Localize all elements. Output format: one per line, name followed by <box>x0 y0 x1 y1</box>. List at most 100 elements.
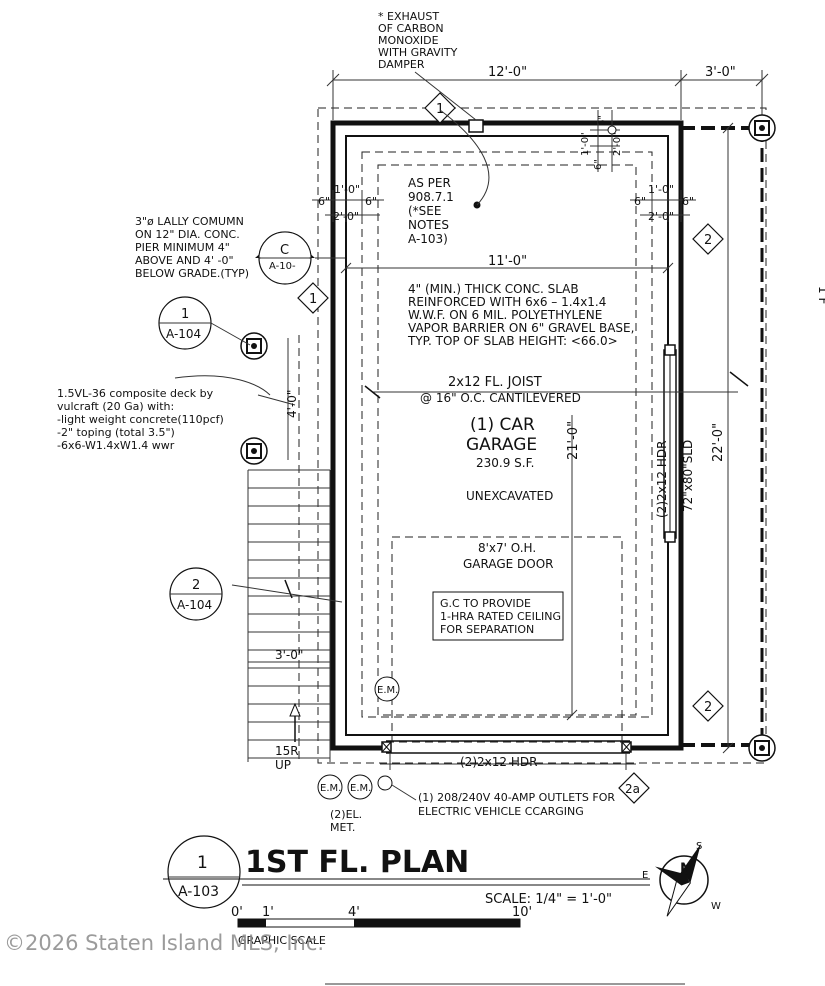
svg-text:REINFORCED WITH 6x6 – 1.4x1.4: REINFORCED WITH 6x6 – 1.4x1.4 <box>408 295 606 309</box>
ceiling-note-line3: FOR SEPARATION <box>440 623 534 636</box>
svg-text:A-103: A-103 <box>178 884 219 900</box>
svg-text:N: N <box>680 861 692 877</box>
svg-text:2a: 2a <box>625 782 640 796</box>
svg-text:NOTES: NOTES <box>408 218 449 232</box>
dim-top-12ft: 12'-0" <box>488 65 527 80</box>
dim-2ft-left: 2'-0" <box>333 210 359 223</box>
dim-1ft-left: 1'-0" <box>334 183 360 196</box>
svg-text:1': 1' <box>262 905 274 920</box>
exhaust-note: * EXHAUST OF CARBON MONOXIDE WITH GRAVIT… <box>378 10 458 71</box>
diamond-tag-1-left: 1 <box>297 282 329 314</box>
garage-label-line2: GARAGE <box>466 435 537 455</box>
em-meter-2: E.M. <box>347 774 373 800</box>
diamond-tag-2-lower-right: 2 <box>692 690 724 722</box>
svg-text:WITH GRAVITY: WITH GRAVITY <box>378 46 458 59</box>
em-symbol-inside: E.M. <box>374 676 400 702</box>
slab-edge-dashed <box>377 164 637 716</box>
graphic-scale-bar: 0' 1' 4' 10' GRAPHIC SCALE <box>231 905 532 947</box>
svg-text:10': 10' <box>512 905 532 920</box>
dim-line-11ft <box>340 262 674 274</box>
copyright-watermark: ©2026 Staten Island MLS, Inc. <box>4 931 324 955</box>
outer-dashed-boundary <box>317 107 767 764</box>
dim-4ft: 4'-0" <box>285 390 299 418</box>
outlet-symbol <box>377 775 393 791</box>
lally-column-left-lower <box>240 437 268 465</box>
slab-note: 4" (MIN.) THICK CONC. SLAB REINFORCED WI… <box>407 282 634 348</box>
svg-text:OF CARBON: OF CARBON <box>378 22 444 35</box>
svg-text:4" (MIN.) THICK CONC. SLAB: 4" (MIN.) THICK CONC. SLAB <box>408 282 579 296</box>
em-meter-1: E.M. <box>317 774 343 800</box>
svg-text:W.W.F. ON 6 MIL. POLYETHYLENE: W.W.F. ON 6 MIL. POLYETHYLENE <box>408 308 602 322</box>
svg-text:E.M.: E.M. <box>350 783 371 794</box>
svg-text:W: W <box>711 901 721 912</box>
svg-text:4': 4' <box>348 905 360 920</box>
svg-text:-light weight concrete(110pcf): -light weight concrete(110pcf) <box>57 413 224 426</box>
door-label: GARAGE DOOR <box>463 557 554 571</box>
outlet-note-line2: ELECTRIC VEHICLE CCARGING <box>418 805 584 818</box>
dim-top-3ft: 3'-0" <box>705 65 736 80</box>
svg-text:BELOW GRADE.(TYP): BELOW GRADE.(TYP) <box>135 267 249 280</box>
post-right-lower <box>664 531 676 543</box>
small-dims-top-right <box>590 110 620 172</box>
garage-walls <box>330 120 764 754</box>
joist-label: 2x12 FL. JOIST <box>448 375 542 390</box>
svg-text:C: C <box>280 243 289 258</box>
deck-note: 1.5VL-36 composite deck by vulcraft (20 … <box>57 387 224 452</box>
svg-text:ON 12" DIA. CONC.: ON 12" DIA. CONC. <box>135 228 240 241</box>
garage-label-line1: (1) CAR <box>470 415 535 435</box>
lally-note: 3"ø LALLY COMUMN ON 12" DIA. CONC. PIER … <box>135 215 249 280</box>
svg-text:MONOXIDE: MONOXIDE <box>378 34 439 47</box>
svg-text:AS PER: AS PER <box>408 176 451 190</box>
dim-line-21ft <box>566 415 578 721</box>
outlet-note-line1: (1) 208/240V 40-AMP OUTLETS FOR <box>418 791 615 804</box>
joist-line <box>364 371 749 399</box>
stairs-risers: 15R <box>275 744 299 758</box>
exhaust-vent <box>468 119 484 133</box>
detail-callout-1: 1 A-104 <box>158 296 212 350</box>
ceiling-note-line2: 1-HRA RATED CEILING <box>440 610 561 623</box>
lally-column-left-upper <box>240 332 268 360</box>
svg-text:S: S <box>696 841 702 852</box>
as-per-note: AS PER 908.7.1 (*SEE NOTES A-103) <box>408 176 454 246</box>
svg-text:* EXHAUST: * EXHAUST <box>378 10 439 23</box>
lally-column-bottom-right <box>748 734 776 762</box>
svg-text:E.M.: E.M. <box>320 783 341 794</box>
dim-2ft-right: 2'-0" <box>648 210 674 223</box>
svg-text:1: 1 <box>197 853 208 873</box>
inner-dashed-boundary <box>361 151 653 718</box>
svg-text:1.5VL-36 composite deck by: 1.5VL-36 composite deck by <box>57 387 214 400</box>
lally-column-top-right <box>748 114 776 142</box>
slider-label: 72"x80"SLD <box>681 440 695 512</box>
svg-text:vulcraft (20 Ga) with:: vulcraft (20 Ga) with: <box>57 400 174 413</box>
svg-text:1: 1 <box>309 292 317 307</box>
svg-text:E.M.: E.M. <box>377 685 398 696</box>
diamond-tag-2-upper-right: 2 <box>692 223 724 255</box>
side-header-label: (2)2x12 HDR <box>655 441 669 518</box>
dim-6in-left-a: 6" <box>318 195 330 208</box>
svg-text:E: E <box>642 870 648 881</box>
svg-text:GRAPHIC SCALE: GRAPHIC SCALE <box>238 934 326 947</box>
svg-text:0': 0' <box>231 905 243 920</box>
door-size: 8'x7' O.H. <box>478 541 536 555</box>
dim-line-22ft <box>722 122 734 754</box>
el-met-line2: MET. <box>330 821 355 834</box>
stairs-up: UP <box>275 758 291 772</box>
dim-21ft: 21'-0" <box>566 421 581 460</box>
post-right-upper <box>664 344 676 356</box>
svg-text:PIER MINIMUM 4": PIER MINIMUM 4" <box>135 241 230 254</box>
svg-text:2: 2 <box>704 233 712 248</box>
svg-text:A-103): A-103) <box>408 232 448 246</box>
dim-2ft-a: 2'-0" <box>612 132 623 156</box>
section-marker-c: C A-10- <box>255 231 315 285</box>
garage-door-outline <box>391 536 623 743</box>
dim-1ft-right: 1'-0" <box>648 183 674 196</box>
svg-text:2: 2 <box>192 578 200 593</box>
svg-text:-6x6-W1.4xW1.4 wwr: -6x6-W1.4xW1.4 wwr <box>57 439 175 452</box>
dim-6in-right-a: 6" <box>634 195 646 208</box>
svg-text:DAMPER: DAMPER <box>378 58 425 71</box>
svg-text:ABOVE AND 4' -0": ABOVE AND 4' -0" <box>135 254 234 267</box>
svg-text:908.7.1: 908.7.1 <box>408 190 454 204</box>
bottom-header-label: (2)2x12 HDR <box>460 755 537 769</box>
unexcavated-label: UNEXCAVATED <box>466 489 553 503</box>
